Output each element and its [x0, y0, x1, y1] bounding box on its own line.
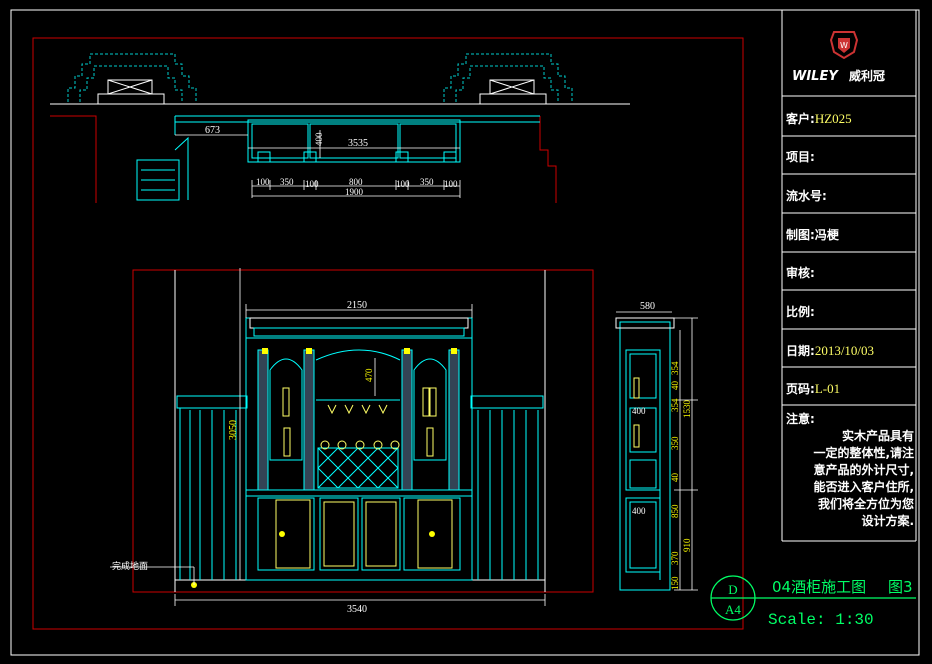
dim-side-2: 40 — [670, 381, 680, 391]
dim-side-6: 850 — [670, 504, 680, 518]
brand-name: WILEY — [792, 69, 839, 84]
drawing-frame — [32, 37, 744, 630]
date-value: 2013/10/03 — [814, 343, 875, 358]
page-row: 页码:L-01 — [786, 380, 840, 397]
scale-row: 比例: — [786, 303, 815, 320]
reviewed-row: 审核: — [786, 264, 815, 281]
drawn-by-label: 制图: — [786, 228, 815, 242]
dim-left-depth: 673 — [205, 125, 220, 136]
client-row: 客户:HZ025 — [786, 110, 852, 127]
dim-side-8: 150 — [670, 576, 680, 590]
note-line: 一定的整体性,请注 — [813, 446, 914, 460]
dim-side-total: 1530 — [682, 400, 692, 419]
dim-side-depth: 580 — [640, 301, 655, 312]
side-elevation — [615, 311, 698, 591]
client-value: HZ025 — [814, 111, 852, 126]
drawing-scale: Scale: 1:30 — [768, 611, 874, 629]
sheet-size: A4 — [725, 602, 741, 617]
notes-body: 实木产品具有 一定的整体性,请注 意产品的外计尺寸, 能否进入客户住所, 我们将… — [790, 428, 914, 530]
page-label: 页码: — [786, 382, 815, 396]
dim-height: 3050 — [228, 420, 239, 440]
view-letter: D — [728, 582, 737, 597]
dim-plan-side: 400 — [314, 132, 324, 146]
view-badge — [710, 575, 916, 621]
note-line: 能否进入客户住所, — [813, 480, 914, 494]
drawn-by-value: 冯梗 — [814, 228, 839, 242]
page-value: L-01 — [814, 381, 841, 396]
dim-side-7: 370 — [670, 551, 680, 565]
dim-wall-width: 3540 — [347, 604, 367, 615]
brand-name-cn: 威利冠 — [849, 68, 885, 83]
notes-label: 注意: — [786, 412, 815, 426]
dim-arch-height: 470 — [364, 368, 374, 382]
dim-side-1: 354 — [670, 361, 680, 375]
svg-text:W: W — [840, 41, 848, 50]
dim-seg1: 100 — [256, 177, 270, 187]
client-label: 客户: — [786, 112, 815, 126]
dim-total: 1900 — [345, 187, 364, 197]
floor-label: 完成地面 — [112, 560, 148, 572]
drawing-title: 04酒柜施工图 — [772, 578, 866, 596]
dim-seg2: 350 — [280, 177, 294, 187]
project-row: 项目: — [786, 148, 815, 165]
note-line: 设计方案. — [861, 514, 914, 528]
dim-plan-overall: 3535 — [348, 138, 368, 149]
note-line: 实木产品具有 — [841, 429, 914, 443]
scale-label: 比例: — [786, 305, 815, 319]
reviewed-label: 审核: — [786, 266, 815, 280]
note-line: 意产品的外计尺寸, — [813, 463, 914, 477]
date-label: 日期: — [786, 344, 815, 358]
figure-number: 图3 — [888, 578, 913, 596]
dim-seg7: 100 — [444, 179, 458, 189]
sheet-border — [10, 9, 920, 656]
front-elevation — [110, 268, 594, 606]
plan-view — [50, 53, 630, 203]
serial-row: 流水号: — [786, 187, 827, 204]
date-row: 日期:2013/10/03 — [786, 342, 874, 359]
dim-seg6: 350 — [420, 177, 434, 187]
notes-heading: 注意: — [786, 410, 815, 427]
dim-side-w1: 400 — [632, 406, 646, 416]
brand-logo-icon: W — [829, 31, 859, 60]
dim-side-4: 350 — [670, 436, 680, 450]
title-block — [781, 10, 917, 542]
dim-seg3: 100 — [305, 179, 319, 189]
dim-seg5: 100 — [396, 179, 410, 189]
dim-seg4: 800 — [349, 177, 363, 187]
serial-label: 流水号: — [786, 189, 827, 203]
dim-side-5: 40 — [670, 473, 680, 483]
dim-cabinet-width: 2150 — [347, 300, 367, 311]
dim-side-w2: 400 — [632, 506, 646, 516]
project-label: 项目: — [786, 150, 815, 164]
dim-side-3: 354 — [670, 398, 680, 412]
drawn-by-row: 制图:冯梗 — [786, 226, 839, 243]
note-line: 我们将全方位为您 — [817, 497, 914, 511]
dim-side-total-2: 910 — [682, 538, 692, 552]
